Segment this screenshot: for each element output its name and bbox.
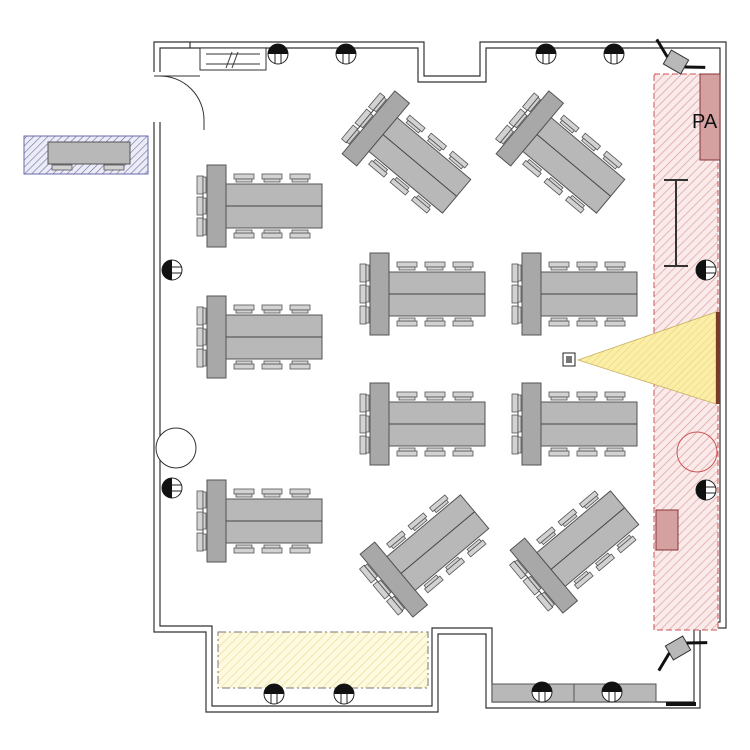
- table-group: [487, 84, 638, 229]
- column-icon: [603, 43, 625, 65]
- projection-screen-stand: [664, 179, 688, 267]
- pa-system: PA: [692, 73, 721, 161]
- pa-label: PA: [692, 111, 718, 133]
- entrance-door: [154, 75, 205, 130]
- table-group: [511, 382, 638, 466]
- lectern: [655, 509, 679, 551]
- speaker-tripod-icon: [655, 38, 706, 75]
- outside-service-area: [23, 135, 149, 175]
- table-group: [501, 475, 652, 620]
- column-icon: [695, 259, 717, 281]
- table-group: [511, 252, 638, 336]
- speaker-tripod-icon: [657, 635, 708, 672]
- column-icon: [535, 43, 557, 65]
- window: [199, 47, 267, 71]
- buffet-counter: [491, 683, 657, 703]
- floor-outlet-icon: [666, 702, 696, 706]
- screen-area: [217, 631, 429, 689]
- table-group: [359, 252, 486, 336]
- column-circle-icon: [155, 427, 197, 469]
- table-group: [351, 479, 502, 624]
- stage-circle: [676, 431, 718, 473]
- table-group: [333, 84, 484, 229]
- column-icon: [161, 477, 183, 499]
- projector-icon: [562, 352, 576, 367]
- column-icon: [695, 479, 717, 501]
- column-icon: [263, 683, 285, 705]
- column-icon: [335, 43, 357, 65]
- projector-beam: [576, 311, 720, 405]
- table-group: [196, 479, 323, 563]
- column-icon: [531, 681, 553, 703]
- table-group: [196, 164, 323, 248]
- column-icon: [333, 683, 355, 705]
- column-icon: [601, 681, 623, 703]
- table-group: [359, 382, 486, 466]
- column-icon: [161, 259, 183, 281]
- table-group: [196, 295, 323, 379]
- column-icon: [267, 43, 289, 65]
